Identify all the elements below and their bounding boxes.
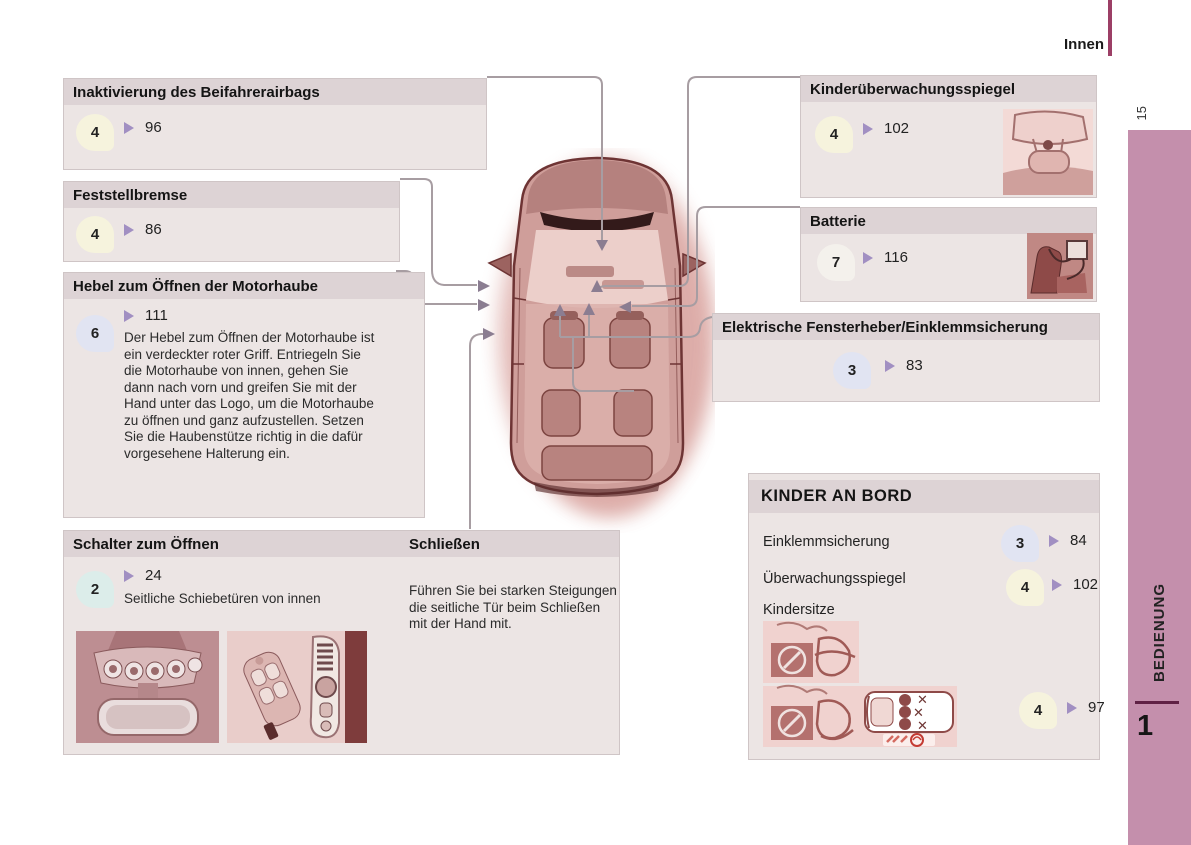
item-number-badge: 4: [76, 216, 114, 253]
kinder-item-label: Kindersitze: [763, 602, 835, 618]
page-ref: 24: [145, 567, 162, 584]
svg-text:✕: ✕: [917, 693, 928, 708]
kinder-item-label: Einklemmsicherung: [763, 534, 890, 550]
item-number-badge: 6: [76, 315, 114, 352]
battery-illustration: [1027, 233, 1093, 299]
overhead-console-illustration: [76, 631, 219, 743]
callout-title: KINDER AN BORD: [749, 480, 1099, 515]
page-section-title: Innen: [1064, 36, 1104, 53]
rearfacing-seat-warning-icon-2: [771, 684, 854, 741]
door-open-subtitle: Seitliche Schiebetüren von innen: [124, 591, 321, 606]
van-seating-positions-icon: ✕ ✕ ✕: [864, 691, 954, 747]
page-ref-arrow-icon: [1067, 701, 1077, 714]
page-ref-arrow-icon: [124, 309, 134, 322]
door-close-text: Führen Sie bei starken Steigungen die se…: [409, 583, 617, 631]
console-buttons: [103, 657, 203, 681]
callout-title: Feststellbremse: [64, 182, 399, 210]
car-top-view-illustration: [487, 156, 715, 518]
item-number-badge: 3: [1001, 525, 1039, 562]
page-ref: 84: [1070, 532, 1087, 549]
child-mirror-illustration: [1003, 109, 1093, 195]
page-ref-arrow-icon: [1052, 578, 1062, 591]
callout-title: Kinderüberwachungsspiegel: [801, 76, 1096, 104]
item-number-badge: 4: [1006, 569, 1044, 606]
page-ref-arrow-icon: [124, 569, 134, 582]
callout-body-text: Der Hebel zum Öffnen der Motorhaube ist …: [124, 330, 375, 461]
chapter-title: BEDIENUNG: [1151, 583, 1168, 683]
callout-title: Elektrische Fensterheber/Einklemmsicheru…: [713, 314, 1099, 342]
page-ref: 102: [1073, 576, 1099, 593]
callout-title: Hebel zum Öffnen der Motorhaube: [64, 273, 424, 301]
page-ref: 97: [1088, 699, 1105, 716]
page-ref: 102: [884, 120, 910, 137]
callout-sliding-doors: Schalter zum Öffnen Schließen 2 24 Seitl…: [63, 530, 620, 755]
callout-battery: Batterie 7 116: [800, 207, 1097, 302]
battery-box: [1066, 240, 1088, 260]
child-seat-warning-illustrations: ✕ ✕ ✕: [763, 621, 957, 747]
page-ref-arrow-icon: [124, 121, 134, 134]
accent-bar: [1108, 0, 1112, 56]
chapter-sidebar: BEDIENUNG 1: [1128, 130, 1191, 845]
page-ref-arrow-icon: [863, 251, 873, 264]
rearfacing-seat-warning-icon-1: [771, 621, 856, 677]
svg-text:✕: ✕: [917, 719, 928, 734]
page-ref-arrow-icon: [1049, 534, 1059, 547]
callout-title: Batterie: [801, 208, 1096, 236]
callout-children-on-board: KINDER AN BORD Einklemmsicherung 3 84 Üb…: [748, 473, 1105, 760]
callout-hood-lever: Hebel zum Öffnen der Motorhaube 6 111 De…: [63, 272, 425, 518]
chapter-number: 1: [1137, 710, 1154, 742]
page-ref: 96: [145, 119, 162, 136]
item-number-badge: 7: [817, 244, 855, 281]
chapter-divider: [1135, 701, 1179, 704]
remote-key: [243, 651, 301, 740]
mirror-glass: [1028, 150, 1070, 174]
callout-child-mirror: Kinderüberwachungsspiegel 4 102: [800, 75, 1097, 198]
item-number-badge: 4: [815, 116, 853, 153]
car-mirror-left: [487, 252, 512, 278]
callout-title-close: Schließen: [409, 536, 480, 553]
remote-key-and-window-switch-illustration: [227, 631, 367, 743]
item-number-badge: 3: [833, 352, 871, 389]
callout-title: Inaktivierung des Beifahrerairbags: [64, 79, 486, 107]
kinder-item-label: Überwachungsspiegel: [763, 571, 906, 587]
window-switch: [309, 635, 340, 739]
page-ref-arrow-icon: [124, 223, 134, 236]
page-ref: 116: [884, 249, 908, 266]
item-number-badge: 2: [76, 571, 114, 608]
car-rear: [534, 482, 660, 497]
page-ref-arrow-icon: [885, 359, 895, 372]
callout-power-windows: Elektrische Fensterheber/Einklemmsicheru…: [712, 313, 1100, 402]
page-ref: 111: [145, 307, 168, 324]
callout-title-open: Schalter zum Öffnen: [73, 536, 219, 553]
page-number: 15: [1133, 105, 1149, 121]
callout-parking-brake: Feststellbremse 4 86: [63, 181, 400, 262]
page-ref: 83: [906, 357, 923, 374]
callout-passenger-airbag: Inaktivierung des Beifahrerairbags 4 96: [63, 78, 487, 170]
svg-text:✕: ✕: [913, 706, 924, 721]
page-ref-arrow-icon: [863, 122, 873, 135]
brand-logo-strip: [883, 733, 935, 747]
item-number-badge: 4: [1019, 692, 1057, 729]
page-ref: 86: [145, 221, 162, 238]
item-number-badge: 4: [76, 114, 114, 151]
